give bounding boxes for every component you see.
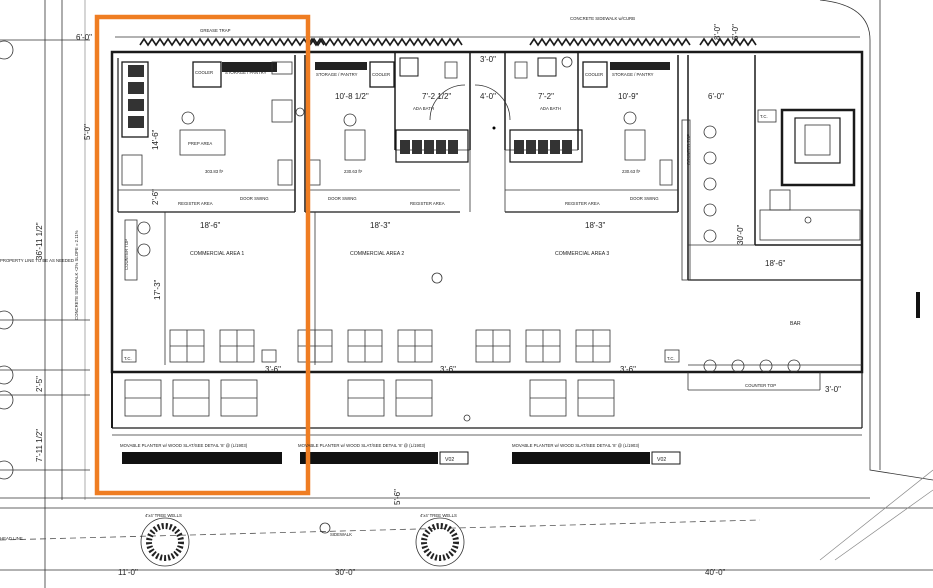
label-counter-top-2: COUNTER TOP [124,239,129,270]
label-commercial-1: COMMERCIAL AREA 1 [190,251,244,257]
dim-3-6-a: 3'-6" [265,365,281,374]
dim-8-0: 8'-0" [713,24,722,40]
label-cooler-3: COOLER [585,72,603,77]
dim-7-11: 7'-11 1/2" [35,429,44,462]
label-area-3: 230.63 ft² [622,169,641,174]
label-grease-trap: GREASE TRAP [200,28,231,33]
dim-18-6-a: 18'-6" [200,221,221,230]
dim-36-11: 36'-11 1/2" [35,222,44,260]
dim-3-0-b: 3'-0" [480,55,496,64]
label-tree-wells-2: 4'x4' TREE WELLS [420,513,457,518]
kitchen-equipment [121,56,856,224]
bar-stools [121,119,801,373]
dim-7-2-a: 7'-2 1/2" [422,92,451,101]
dim-5-6: 5'-6" [393,489,402,505]
dim-2-6: 2'-6" [151,189,160,205]
label-cooler-1: COOLER [195,70,213,75]
label-cooler-2: COOLER [372,72,390,77]
label-ada-bath-2: ADA BATH [540,106,561,111]
dim-4-0: 4'-0" [480,92,496,101]
label-sidewalk-slope: CONCRETE SIDEWALK <2% SLOPE = 2.11% [74,230,79,320]
plan-labels: CONCRETE SIDEWALK w/CURB GREASE TRAP COO… [0,16,801,541]
label-planter-2: MOVABLE PLANTER w/ WOOD SLAT/SEE DETAIL … [298,443,426,448]
dim-5-0: 5'-0" [83,124,92,140]
label-counter-top-1: COUNTER TOP [686,134,691,165]
dim-14-6: 14'-6" [151,129,160,150]
label-tc-1: T.C. [124,356,132,361]
label-commercial-2: COMMERCIAL AREA 2 [350,251,404,257]
label-storage-2: STORAGE / PANTRY [316,72,358,77]
label-bar: BAR [790,321,801,327]
label-counter-top-3: COUNTER TOP [745,383,776,388]
label-register-3: REGISTER AREA [565,201,600,206]
label-storage-1: STORAGE / PANTRY [225,70,267,75]
label-door-swing-1: DOOR SWING [240,196,269,201]
label-sidewalk: SIDEWALK [330,532,352,537]
dim-7-2-b: 7'-2" [538,92,554,101]
dim-18-3-a: 18'-3" [370,221,391,230]
label-planter-1: MOVABLE PLANTER w/ WOOD SLAT/SEE DETAIL … [120,443,248,448]
label-storage-3: STORAGE / PANTRY [612,72,654,77]
dim-3-0: 3'-0" [825,385,841,394]
dim-10-8: 10'-8 1/2" [335,92,369,101]
dim-6-0: 6'-0" [76,33,92,42]
dim-3-6-c: 3'-6" [620,365,636,374]
dimension-labels: 6'-0" 5'-0" 14'-6" 2'-6" 17'-3" 36'-11 1… [35,24,841,577]
label-prep-area: PREP AREA [188,141,212,146]
dim-18-6-b: 18'-6" [765,259,786,268]
highlight-box [94,14,311,496]
label-register-1: REGISTER AREA [178,201,213,206]
label-v02-a: V02 [445,457,454,463]
label-commercial-3: COMMERCIAL AREA 3 [555,251,609,257]
label-door-swing-2: DOOR SWING [328,196,357,201]
label-planter-3: MOVABLE PLANTER w/ WOOD SLAT/SEE DETAIL … [512,443,640,448]
trees [140,517,465,567]
label-ada-bath-1: ADA BATH [413,106,434,111]
label-area-2: 230.63 ft² [344,169,363,174]
label-tc-2: T.C. [667,356,675,361]
dim-17-3: 17'-3" [153,279,162,300]
dim-5-0-b: 5'-0" [731,24,740,40]
label-concrete-sidewalk: CONCRETE SIDEWALK w/CURB [570,16,635,21]
planters [122,451,681,465]
dim-2-5: 2'-5" [35,376,44,392]
patio-tables [124,272,615,534]
dim-40-0: 40'-0" [705,568,726,577]
label-property-line: PROPERTY LINE TO BE AS NEEDED [0,258,74,263]
dim-18-3-b: 18'-3" [585,221,606,230]
label-door-swing-3: DOOR SWING [630,196,659,201]
dim-30-0-v: 30'-0" [736,224,745,245]
dim-3-6-b: 3'-6" [440,365,456,374]
dim-11-0: 11'-0" [118,568,138,577]
building-walls [110,50,864,436]
dim-6-0-b: 6'-0" [708,92,724,101]
dim-30-0: 30'-0" [335,568,356,577]
label-tc-3: T.C. [760,114,768,119]
label-area-1: 303.83 ft² [205,169,224,174]
interior-tables [169,329,611,363]
section-marker [916,292,920,318]
label-tree-wells-1: 4'x4' TREE WELLS [145,513,182,518]
label-head-line: HEAD LINE [0,536,23,541]
grid-bubbles [0,40,14,480]
top-shrubs [115,36,860,47]
label-register-2: REGISTER AREA [410,201,445,206]
dim-10-9: 10'-9" [618,92,639,101]
label-v02-b: V02 [657,457,666,463]
